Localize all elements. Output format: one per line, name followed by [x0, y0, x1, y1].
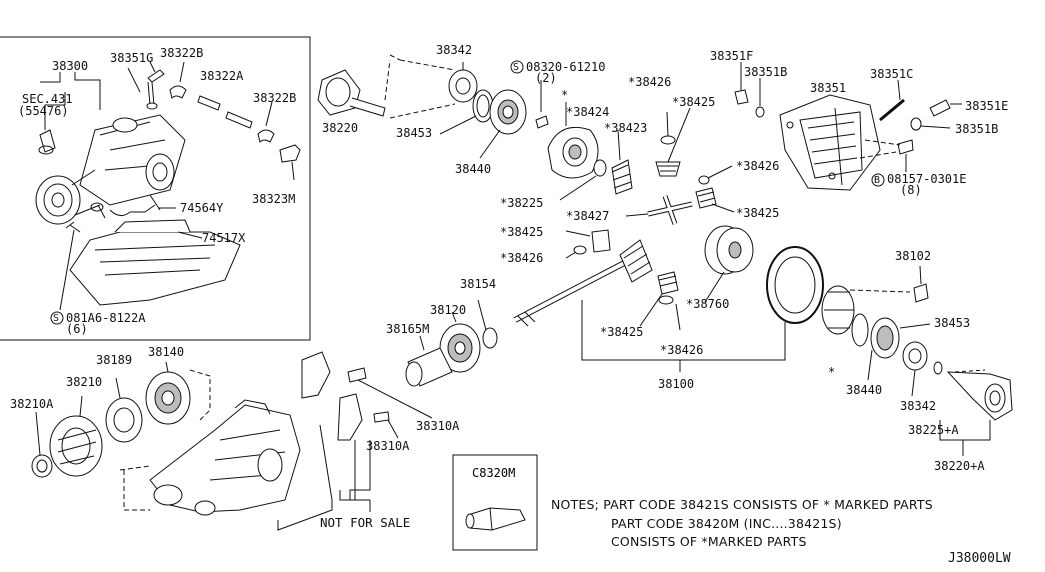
part-label[interactable]: *38423	[604, 121, 648, 135]
notes-line-2: PART CODE 38420M (INC....38421S)	[611, 516, 842, 531]
part-label: (55476)	[18, 104, 69, 118]
part-label[interactable]: *38760	[686, 297, 730, 311]
part-label[interactable]: *38426	[628, 75, 672, 89]
part-label[interactable]: 38210A	[10, 397, 54, 411]
part-label[interactable]: 38323M	[252, 192, 296, 206]
part-label[interactable]: 38351E	[965, 99, 1009, 113]
part-label[interactable]: 38154	[460, 277, 497, 291]
part-label[interactable]: 38210	[66, 375, 103, 389]
circle-s-letter: S	[53, 313, 60, 324]
part-label[interactable]: *38425	[500, 225, 544, 239]
part-label[interactable]: 38351B	[744, 65, 788, 79]
part-label[interactable]: *38225	[500, 196, 544, 210]
part-label[interactable]: 38102	[895, 249, 932, 263]
part-label[interactable]: 08157-0301E	[887, 172, 967, 186]
part-label[interactable]: 38322B	[253, 91, 297, 105]
differential-carrier-drawing	[35, 114, 186, 225]
notes-line-3: CONSISTS OF *MARKED PARTS	[611, 534, 807, 549]
part-label[interactable]: *38425	[736, 206, 780, 220]
part-label[interactable]: 38440	[455, 162, 492, 176]
part-label[interactable]: 38310A	[416, 419, 460, 433]
part-label[interactable]: 38220	[322, 121, 359, 135]
part-label[interactable]: SEC.431	[22, 92, 73, 106]
marker-star: *	[828, 365, 836, 379]
part-label[interactable]: 38322A	[200, 69, 244, 83]
part-label[interactable]: 38120	[430, 303, 467, 317]
part-label: (6)	[66, 322, 88, 336]
circle-s-marker-top	[510, 60, 524, 74]
part-label[interactable]: 081A6-8122A	[66, 311, 146, 325]
part-label[interactable]: 38351	[810, 81, 847, 95]
part-label[interactable]: C8320M	[472, 466, 516, 480]
part-label: (8)	[900, 183, 922, 197]
part-label[interactable]: 38440	[846, 383, 883, 397]
part-label[interactable]: *38427	[566, 209, 610, 223]
part-label[interactable]: *38425	[600, 325, 644, 339]
part-label[interactable]: 38453	[396, 126, 433, 140]
part-label[interactable]: *38424	[566, 105, 610, 119]
part-label[interactable]: 38220+A	[934, 459, 985, 473]
part-label[interactable]: 38189	[96, 353, 133, 367]
part-label[interactable]: 08320-61210	[526, 60, 606, 74]
circle-s-letter: S	[513, 62, 520, 73]
circle-s-marker-left	[50, 311, 64, 325]
part-label[interactable]: 38351B	[955, 122, 999, 136]
part-label[interactable]: *38426	[736, 159, 780, 173]
notes-line-1: NOTES; PART CODE 38421S CONSISTS OF * MA…	[551, 497, 933, 512]
part-label[interactable]: 38140	[148, 345, 185, 359]
part-label[interactable]: *38425	[672, 95, 716, 109]
part-label: (2)	[535, 71, 557, 85]
part-label[interactable]: *38426	[660, 343, 704, 357]
diagram-code: J38000LW	[948, 551, 1011, 566]
circle-b-marker	[871, 173, 885, 187]
rear-cover-38351	[779, 94, 881, 191]
part-label[interactable]: 38100	[658, 377, 695, 391]
part-label[interactable]: 38351C	[870, 67, 914, 81]
part-label[interactable]: 38165M	[386, 322, 430, 336]
part-label[interactable]: 38310A	[366, 439, 410, 453]
part-label[interactable]: 38453	[934, 316, 971, 330]
not-for-sale-label: NOT FOR SALE	[320, 515, 411, 530]
marker-star: *	[561, 88, 569, 102]
part-label[interactable]: 38300	[52, 59, 89, 73]
part-label[interactable]: *38426	[500, 251, 544, 265]
part-label[interactable]: 38225+A	[908, 423, 959, 437]
companion-flange-38220	[317, 54, 456, 119]
part-label[interactable]: 38351F	[710, 49, 754, 63]
carrier-housing-drawing	[149, 399, 301, 516]
circle-b-letter: B	[874, 175, 881, 186]
part-label[interactable]: 38342	[436, 43, 473, 57]
part-label[interactable]: 38322B	[160, 46, 204, 60]
part-label[interactable]: 74517X	[202, 231, 246, 245]
inset-frame	[0, 36, 311, 341]
part-label[interactable]: 38342	[900, 399, 937, 413]
part-label[interactable]: 38351G	[110, 51, 154, 65]
part-label[interactable]: 74564Y	[180, 201, 224, 215]
